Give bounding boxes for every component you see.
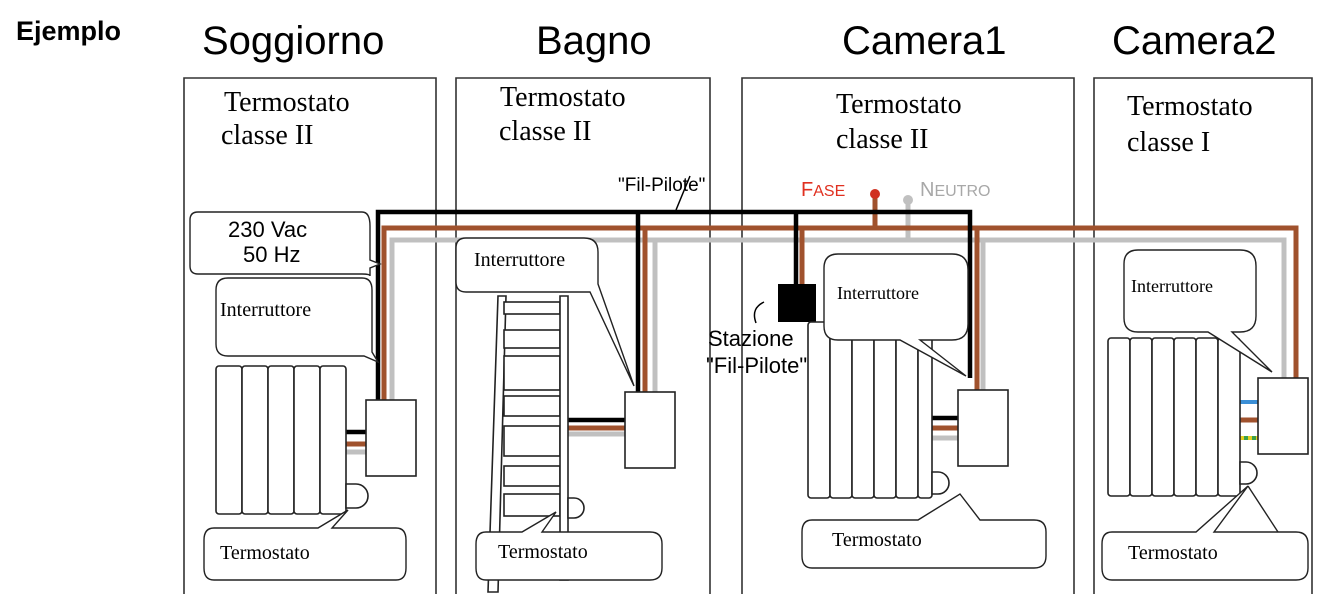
room-box-camera1 xyxy=(741,77,1075,594)
switch-callout xyxy=(1123,249,1273,373)
switch-label: Interruttore xyxy=(220,299,311,321)
pilot-station-label: "Fil-Pilote" xyxy=(706,353,807,378)
radiator xyxy=(807,321,950,499)
switch-callout xyxy=(455,237,635,387)
phase-label: FASE xyxy=(801,179,845,201)
thermostat-box xyxy=(624,391,676,469)
thermostat-box xyxy=(957,389,1009,467)
pilot-station-label: Stazione xyxy=(708,326,794,351)
room-title-camera2: Camera2 xyxy=(1112,19,1277,63)
phase-wire xyxy=(340,196,1299,447)
class1-wires xyxy=(1240,400,1258,440)
towel-radiator xyxy=(487,295,585,593)
thermostat-class-title: Termostato xyxy=(224,87,350,118)
thermostat-class-value: classe II xyxy=(836,124,929,155)
neutral-terminal xyxy=(903,195,913,205)
thermostat-box xyxy=(1257,377,1309,455)
thermostat-class-value: classe I xyxy=(1127,127,1210,158)
thermostat-label: Termostato xyxy=(1128,542,1218,564)
thermostat-class-value: classe II xyxy=(221,120,314,151)
radiator xyxy=(1107,337,1258,497)
switch-label: Interruttore xyxy=(1131,276,1213,296)
neutral-label: NEUTRO xyxy=(920,179,990,201)
example-label: Ejemplo xyxy=(16,16,121,46)
thermostat-label: Termostato xyxy=(220,542,310,564)
pilot-wire-label: "Fil-Pilote" xyxy=(618,175,705,196)
thermostat-callout xyxy=(801,493,1047,569)
switch-callout xyxy=(215,277,380,364)
supply-callout xyxy=(189,211,382,277)
switch-label: Interruttore xyxy=(837,283,919,303)
thermostat-callout xyxy=(1101,485,1309,581)
room-box-bagno xyxy=(455,77,711,594)
pilot-station-pointer xyxy=(753,301,765,324)
pilot-station-box xyxy=(778,284,816,322)
thermostat-box xyxy=(365,399,417,477)
radiator xyxy=(215,365,369,515)
thermostat-callout-pointer xyxy=(1247,485,1279,533)
thermostat-label: Termostato xyxy=(498,541,588,563)
thermostat-label: Termostato xyxy=(832,529,922,551)
thermostat-class-title: Termostato xyxy=(836,89,962,120)
thermostat-class-title: Termostato xyxy=(1127,91,1253,122)
thermostat-class-value: classe II xyxy=(499,116,592,147)
switch-label: Interruttore xyxy=(474,249,565,271)
pilot-wire xyxy=(340,209,973,435)
thermostat-class-title: Termostato xyxy=(500,82,626,113)
room-title-bagno: Bagno xyxy=(536,19,652,63)
room-title-camera1: Camera1 xyxy=(842,19,1007,63)
neutral-wire xyxy=(340,202,1287,455)
thermostat-callout xyxy=(203,509,407,581)
room-title-soggiorno: Soggiorno xyxy=(202,19,384,63)
thermostat-callout xyxy=(475,511,663,581)
room-box-soggiorno xyxy=(183,77,437,594)
pilot-wire-pointer xyxy=(675,175,691,211)
switch-callout xyxy=(823,253,969,377)
phase-terminal xyxy=(870,189,880,199)
supply-voltage: 230 Vac xyxy=(228,217,307,242)
supply-frequency: 50 Hz xyxy=(243,242,300,267)
room-box-camera2 xyxy=(1093,77,1313,594)
